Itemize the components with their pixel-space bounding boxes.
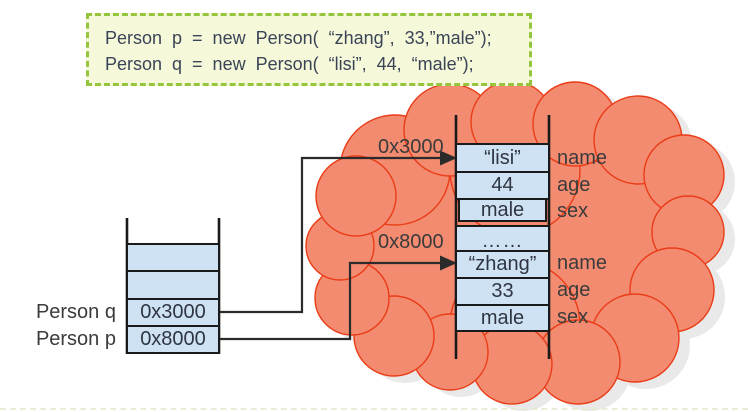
field-label-age-1: age — [557, 174, 591, 196]
heap-cell-age-44: 44 — [455, 171, 550, 200]
stack-cell-empty-2 — [126, 270, 220, 300]
code-snippet-box: Person p = new Person( “zhang”, 33,”male… — [86, 13, 532, 86]
stack-cell-q-value: 0x3000 — [126, 298, 220, 327]
heap-cell-sex-male-1: male — [458, 198, 547, 222]
field-label-age-2: age — [557, 279, 591, 301]
heap-address-label-0x3000: 0x3000 — [378, 136, 444, 158]
code-line-1: Person p = new Person( “zhang”, 33,”male… — [105, 28, 492, 48]
heap-cell-name-lisi: “lisi” — [455, 143, 550, 173]
heap-cell-ellipsis: …… — [455, 225, 550, 252]
pointer-connector-q — [220, 150, 457, 314]
code-line-2: Person q = new Person( “lisi”, 44, “male… — [105, 54, 474, 74]
stack-cell-p-value: 0x8000 — [126, 325, 220, 354]
field-label-sex-1: sex — [557, 200, 589, 222]
field-label-name-1: name — [557, 147, 608, 169]
heap-cell-name-zhang: “zhang” — [455, 250, 550, 279]
heap-address-label-0x8000: 0x8000 — [378, 231, 444, 253]
heap-cell-sex-male-2: male — [455, 304, 550, 332]
arrowhead-p — [440, 255, 457, 271]
stack-var-label-q: Person q — [35, 301, 116, 323]
heap-cell-age-33: 33 — [455, 277, 550, 306]
stack-var-label-p: Person p — [35, 328, 116, 350]
arrowhead-q — [440, 150, 457, 166]
stack-cell-empty-1 — [126, 243, 220, 272]
field-label-name-2: name — [557, 252, 608, 274]
field-label-sex-2: sex — [557, 306, 589, 328]
pointer-connector-p — [220, 255, 457, 341]
slide-bottom-edge — [0, 408, 748, 410]
